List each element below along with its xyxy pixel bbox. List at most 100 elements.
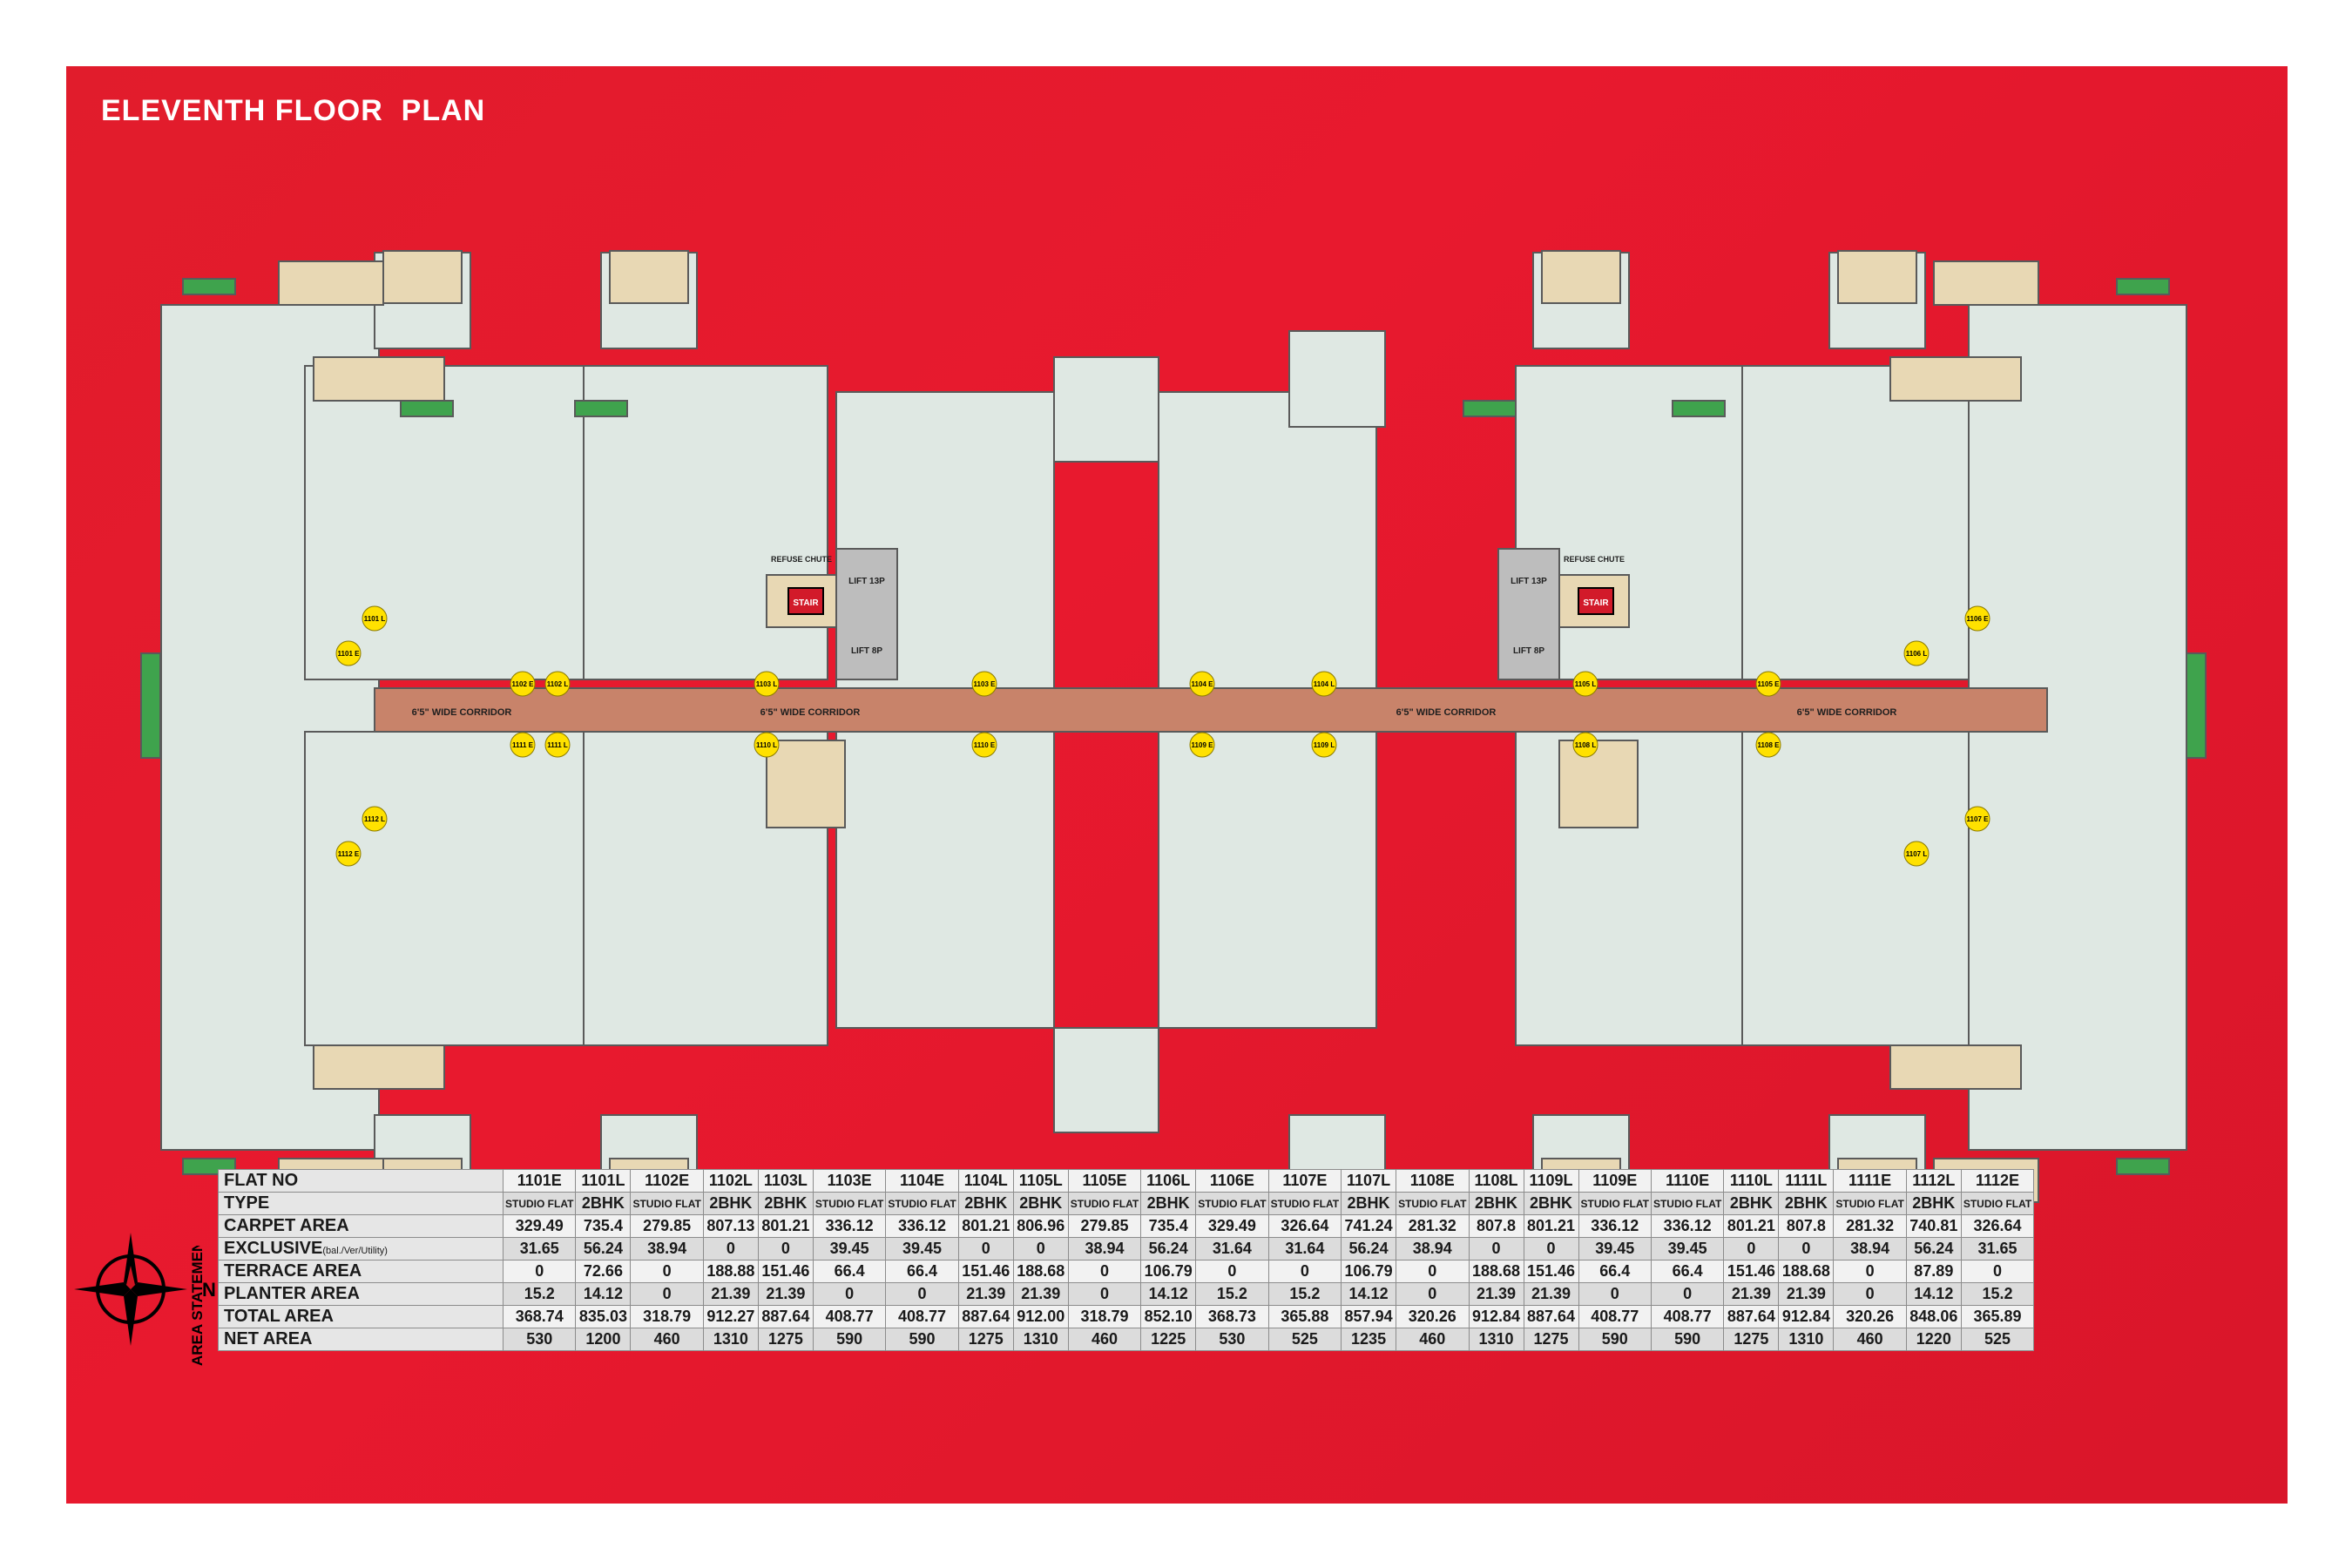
table-cell: 525 <box>1960 1328 2035 1351</box>
terrace-area <box>313 1044 445 1090</box>
flat-marker-label: 1103 L <box>756 680 778 688</box>
table-cell: 336.12 <box>1650 1214 1725 1238</box>
table-cell: 0 <box>1067 1260 1142 1283</box>
table-cell: 38.94 <box>1833 1237 1907 1260</box>
flat-marker <box>362 806 388 832</box>
flat-marker-label: 1108 L <box>1575 741 1597 749</box>
table-cell: 590 <box>885 1328 959 1351</box>
flat-marker <box>510 671 536 697</box>
stair-core <box>1558 740 1639 828</box>
table-cell: 0 <box>1778 1237 1835 1260</box>
flat-marker-label: 1101 L <box>364 615 386 623</box>
table-cell: 281.32 <box>1833 1214 1907 1238</box>
room-block <box>835 731 1055 1029</box>
table-cell: 887.64 <box>757 1305 814 1328</box>
table-cell: 1102L <box>702 1169 759 1193</box>
planter-strip <box>400 400 454 417</box>
table-cell: 408.77 <box>885 1305 959 1328</box>
table-cell: 1107L <box>1341 1169 1397 1193</box>
table-cell: 0 <box>1578 1282 1652 1306</box>
flat-marker <box>1572 671 1598 697</box>
table-cell: 1111L <box>1778 1169 1835 1193</box>
table-cell: 887.64 <box>1723 1305 1780 1328</box>
flat-marker-label: 1104 L <box>1314 680 1335 688</box>
table-cell: STUDIO FLAT <box>1195 1192 1269 1215</box>
table-cell: 0 <box>757 1237 814 1260</box>
table-cell: 1109L <box>1523 1169 1579 1193</box>
table-cell: 1110L <box>1723 1169 1780 1193</box>
table-cell: 0 <box>1396 1260 1470 1283</box>
table-cell: 2BHK <box>1341 1192 1397 1215</box>
row-header: NET AREA <box>218 1328 504 1351</box>
table-cell: 0 <box>1012 1237 1069 1260</box>
terrace-area <box>1933 260 2039 306</box>
table-cell: 1220 <box>1905 1328 1962 1351</box>
table-cell: 912.00 <box>1012 1305 1069 1328</box>
table-cell: 1110E <box>1650 1169 1725 1193</box>
table-cell: 21.39 <box>702 1282 759 1306</box>
table-cell: 38.94 <box>1067 1237 1142 1260</box>
table-cell: 530 <box>1195 1328 1269 1351</box>
area-statement-label: AREA STATEMENT <box>189 1246 206 1366</box>
table-cell: 887.64 <box>1523 1305 1579 1328</box>
flat-marker <box>1964 806 1990 832</box>
room-block <box>1053 1027 1159 1133</box>
page-title: ELEVENTH FLOOR PLAN <box>101 94 486 127</box>
table-cell: 188.68 <box>1468 1260 1524 1283</box>
table-cell: 1107E <box>1267 1169 1342 1193</box>
table-cell: 1106E <box>1195 1169 1269 1193</box>
table-cell: 15.2 <box>1960 1282 2035 1306</box>
table-cell: 1200 <box>575 1328 632 1351</box>
table-cell: 2BHK <box>1012 1192 1069 1215</box>
table-cell: 15.2 <box>1195 1282 1269 1306</box>
table-cell: 2BHK <box>1523 1192 1579 1215</box>
flat-marker-label: 1111 L <box>547 741 568 749</box>
flat-marker-label: 1112 E <box>338 850 360 858</box>
flat-marker <box>1311 671 1337 697</box>
planter-strip <box>140 652 161 759</box>
terrace-area <box>1837 250 1917 304</box>
row-header: FLAT NO <box>218 1169 504 1193</box>
flat-marker-label: 1110 E <box>974 741 996 749</box>
planter-strip <box>1672 400 1726 417</box>
table-cell: 852.10 <box>1140 1305 1197 1328</box>
table-cell: 1104L <box>957 1169 1014 1193</box>
table-cell: 1103L <box>757 1169 814 1193</box>
table-cell: 1101L <box>575 1169 632 1193</box>
table-cell: 188.68 <box>1012 1260 1069 1283</box>
terrace-area <box>609 250 689 304</box>
table-cell: 740.81 <box>1905 1214 1962 1238</box>
table-cell: 0 <box>1067 1282 1142 1306</box>
table-cell: 21.39 <box>1468 1282 1524 1306</box>
stair-core <box>766 740 846 828</box>
table-cell: 1275 <box>957 1328 1014 1351</box>
table-cell: 279.85 <box>1067 1214 1142 1238</box>
table-cell: 0 <box>1833 1260 1907 1283</box>
table-cell: 21.39 <box>957 1282 1014 1306</box>
flat-marker <box>1903 841 1930 867</box>
table-cell: 336.12 <box>885 1214 959 1238</box>
refuse-chute-label: REFUSE CHUTE <box>1564 555 1625 564</box>
table-cell: 21.39 <box>1723 1282 1780 1306</box>
table-cell: 741.24 <box>1341 1214 1397 1238</box>
table-cell: 39.45 <box>1578 1237 1652 1260</box>
table-cell: 1106L <box>1140 1169 1197 1193</box>
table-cell: 188.68 <box>1778 1260 1835 1283</box>
lift-core <box>835 548 898 680</box>
planter-strip <box>2116 1158 2170 1175</box>
flat-marker-label: 1102 E <box>512 680 535 688</box>
flat-marker <box>1189 671 1215 697</box>
table-cell: 151.46 <box>957 1260 1014 1283</box>
table-cell: 0 <box>1396 1282 1470 1306</box>
flat-marker <box>754 671 780 697</box>
table-cell: 39.45 <box>885 1237 959 1260</box>
table-cell: 21.39 <box>1012 1282 1069 1306</box>
table-cell: 0 <box>1267 1260 1342 1283</box>
table-cell: 14.12 <box>1905 1282 1962 1306</box>
table-cell: 1102E <box>630 1169 704 1193</box>
table-cell: 2BHK <box>1905 1192 1962 1215</box>
